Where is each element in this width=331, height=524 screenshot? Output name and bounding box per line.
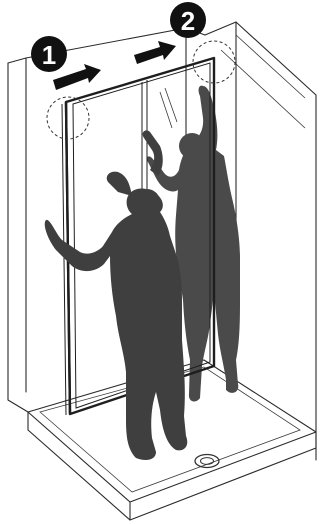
step-1-number: 1: [42, 40, 56, 70]
right-wall-top-inner: [221, 50, 305, 128]
step-1: 1: [31, 36, 101, 90]
shower-tray-front-right: [130, 432, 316, 520]
highlight-circle-1: [47, 97, 89, 139]
drain-inner: [201, 458, 214, 465]
step-2-number: 2: [181, 6, 195, 36]
step-2: 2: [134, 2, 206, 64]
shower-tray-front-left: [28, 412, 130, 520]
glass-reflection: [160, 92, 172, 128]
step-2-arrow-icon: [134, 41, 176, 64]
left-wall-edge: [8, 63, 28, 412]
right-wall: [236, 22, 316, 460]
door-left-profile-outer: [62, 104, 66, 415]
glass-reflection-2: [165, 88, 177, 122]
right-wall-top-edge: [236, 35, 305, 98]
